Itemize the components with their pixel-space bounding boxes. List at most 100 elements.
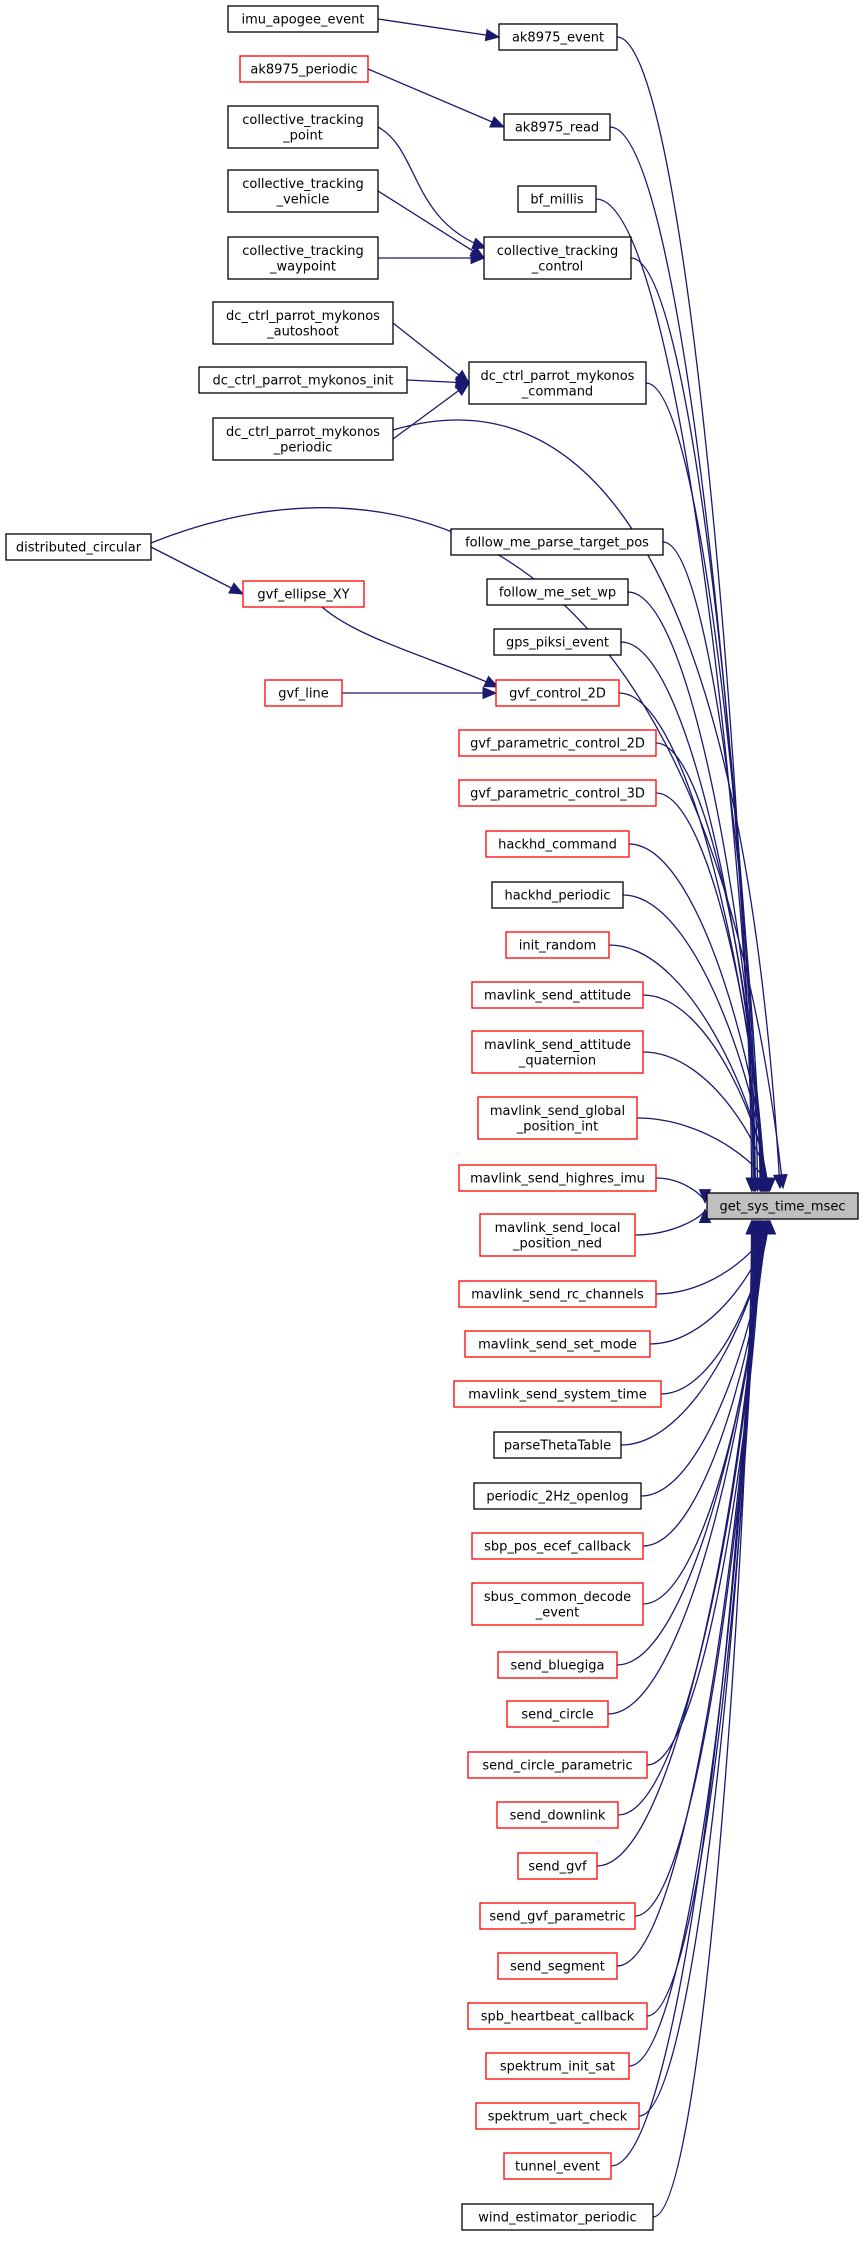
edge-mavlink_send_highres_imu-to-target: [655, 1177, 712, 1204]
node-label: send_circle: [521, 1708, 593, 1723]
node-send_downlink[interactable]: send_downlink: [496, 1801, 619, 1829]
node-mavlink_send_rc_channels[interactable]: mavlink_send_rc_channels: [458, 1280, 657, 1308]
node-gvf_line[interactable]: gvf_line: [264, 679, 343, 707]
edge-arrowhead: [454, 382, 471, 397]
node-send_circle_parametric[interactable]: send_circle_parametric: [467, 1751, 648, 1779]
node-box: [264, 679, 343, 707]
node-mavlink_send_attitude[interactable]: mavlink_send_attitude: [471, 981, 644, 1009]
edge-imu_apogee_event-to-ak8975_event: [377, 18, 501, 42]
edge-line: [634, 1220, 759, 1917]
node-label: init_random: [519, 939, 596, 954]
node-ak8975_read[interactable]: ak8975_read: [503, 113, 611, 141]
edge-gvf_line-to-gvf_control_2D: [342, 686, 498, 700]
node-spb_heartbeat_callback[interactable]: spb_heartbeat_callback: [467, 2002, 648, 2030]
node-dc_autoshoot[interactable]: dc_ctrl_parrot_mykonos_autoshoot: [212, 301, 394, 345]
node-box: [467, 2002, 648, 2030]
node-spektrum_uart_check[interactable]: spektrum_uart_check: [475, 2102, 640, 2130]
node-sbus_common_decode_event[interactable]: sbus_common_decode_event: [471, 1582, 644, 1626]
node-follow_me_parse_target_pos[interactable]: follow_me_parse_target_pos: [450, 528, 664, 556]
node-bf_millis[interactable]: bf_millis: [517, 185, 597, 213]
node-init_random[interactable]: init_random: [505, 931, 610, 959]
node-imu_apogee_event[interactable]: imu_apogee_event: [227, 5, 379, 33]
node-dc_init[interactable]: dc_ctrl_parrot_mykonos_init: [198, 366, 408, 394]
node-ct_waypoint[interactable]: collective_tracking_waypoint: [227, 236, 379, 280]
node-label: bf_millis: [530, 193, 583, 208]
node-tunnel_event[interactable]: tunnel_event: [503, 2152, 612, 2180]
node-mavlink_send_highres_imu[interactable]: mavlink_send_highres_imu: [458, 1164, 657, 1192]
node-box: [479, 1213, 636, 1257]
node-send_gvf_parametric[interactable]: send_gvf_parametric: [479, 1902, 636, 1930]
node-gvf_control_2D[interactable]: gvf_control_2D: [495, 679, 620, 707]
node-box: [479, 1902, 636, 1930]
node-send_circle[interactable]: send_circle: [506, 1700, 609, 1728]
node-box: [458, 1164, 657, 1192]
node-mavlink_send_local_position_ned[interactable]: mavlink_send_local_position_ned: [479, 1213, 636, 1257]
node-sbp_pos_ecef_callback[interactable]: sbp_pos_ecef_callback: [471, 1532, 644, 1560]
node-send_bluegiga[interactable]: send_bluegiga: [497, 1651, 618, 1679]
edge-distributed_circular-to-gvf_ellipse_XY: [150, 546, 245, 595]
node-box: [473, 1482, 642, 1510]
node-label: mavlink_send_local: [495, 1221, 621, 1236]
edge-line: [150, 546, 244, 595]
node-box: [477, 1096, 638, 1140]
node-send_gvf[interactable]: send_gvf: [517, 1852, 598, 1880]
node-mavlink_send_system_time[interactable]: mavlink_send_system_time: [453, 1380, 662, 1408]
node-label: send_downlink: [510, 1809, 606, 1824]
node-parseThetaTable[interactable]: parseThetaTable: [493, 1431, 622, 1459]
node-wind_estimator_periodic[interactable]: wind_estimator_periodic: [461, 2203, 654, 2231]
edge-arrowhead: [470, 251, 486, 265]
node-target[interactable]: get_sys_time_msec: [706, 1192, 859, 1220]
node-mavlink_send_set_mode[interactable]: mavlink_send_set_mode: [464, 1330, 651, 1358]
node-gvf_parametric_control_2D[interactable]: gvf_parametric_control_2D: [458, 729, 657, 757]
node-box: [453, 1380, 662, 1408]
node-ak8975_periodic[interactable]: ak8975_periodic: [239, 55, 369, 83]
node-label: collective_tracking: [242, 244, 364, 259]
node-box: [486, 578, 629, 606]
node-dc_periodic[interactable]: dc_ctrl_parrot_mykonos_periodic: [212, 417, 394, 461]
node-label: sbp_pos_ecef_callback: [484, 1540, 631, 1555]
node-mavlink_send_global_position_int[interactable]: mavlink_send_global_position_int: [477, 1096, 638, 1140]
node-gps_piksi_event[interactable]: gps_piksi_event: [493, 628, 622, 656]
node-gvf_parametric_control_3D[interactable]: gvf_parametric_control_3D: [458, 779, 657, 807]
edge-arrowhead: [471, 237, 488, 250]
node-box: [471, 1532, 644, 1560]
node-hackhd_command[interactable]: hackhd_command: [485, 830, 630, 858]
node-ct_vehicle[interactable]: collective_tracking_vehicle: [227, 169, 379, 213]
edge-line: [634, 1209, 706, 1236]
node-gvf_ellipse_XY[interactable]: gvf_ellipse_XY: [242, 580, 365, 608]
node-label: follow_me_parse_target_pos: [465, 536, 649, 551]
node-label: wind_estimator_periodic: [478, 2211, 636, 2226]
node-box: [491, 881, 624, 909]
node-label: dc_ctrl_parrot_mykonos: [226, 309, 380, 324]
node-hackhd_periodic[interactable]: hackhd_periodic: [491, 881, 624, 909]
node-box: [497, 1952, 618, 1980]
edge-line: [642, 1220, 765, 1605]
edge-line: [321, 606, 499, 688]
node-label: _waypoint: [269, 259, 336, 274]
node-periodic_2Hz_openlog[interactable]: periodic_2Hz_openlog: [473, 1482, 642, 1510]
node-follow_me_set_wp[interactable]: follow_me_set_wp: [486, 578, 629, 606]
node-label: mavlink_send_global: [490, 1104, 625, 1119]
edge-arrowhead: [482, 686, 498, 700]
node-ct_control[interactable]: collective_tracking_control: [483, 236, 632, 280]
node-label: mavlink_send_attitude: [484, 989, 631, 1004]
node-ak8975_event[interactable]: ak8975_event: [498, 23, 618, 51]
edge-arrowhead: [775, 1173, 788, 1190]
node-label: imu_apogee_event: [242, 13, 365, 28]
node-send_segment[interactable]: send_segment: [497, 1952, 618, 1980]
node-label: ak8975_periodic: [250, 63, 357, 78]
node-ct_point[interactable]: collective_tracking_point: [227, 105, 379, 149]
node-box: [212, 417, 394, 461]
node-label: _quaternion: [518, 1053, 596, 1068]
edge-send_gvf_parametric-to-target: [634, 1219, 764, 1917]
node-label: gvf_line: [278, 687, 328, 702]
node-label: send_circle_parametric: [482, 1759, 632, 1774]
node-spektrum_init_sat[interactable]: spektrum_init_sat: [485, 2052, 630, 2080]
node-mavlink_send_attitude_quaternion[interactable]: mavlink_send_attitude_quaternion: [471, 1030, 644, 1074]
node-dc_command[interactable]: dc_ctrl_parrot_mykonos_command: [468, 361, 647, 405]
node-box: [242, 580, 365, 608]
edge-line: [617, 1220, 761, 1816]
edge-line: [652, 1220, 753, 2218]
node-distributed_circular[interactable]: distributed_circular: [5, 533, 152, 561]
edge-line: [646, 1220, 757, 2017]
